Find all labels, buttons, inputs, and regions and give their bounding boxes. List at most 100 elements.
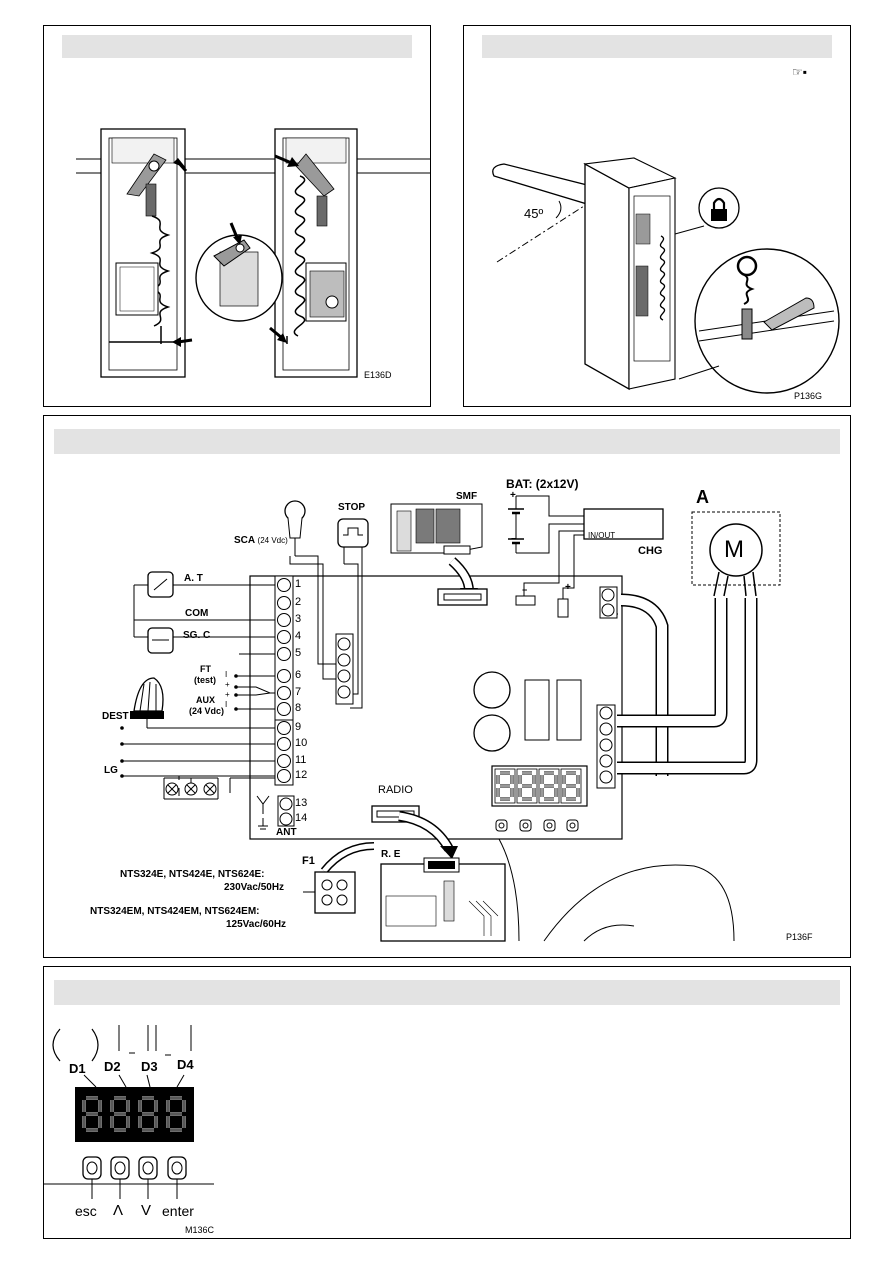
smf-label: SMF bbox=[456, 491, 478, 502]
terminal-number: 10 bbox=[295, 737, 308, 749]
padlock-icon bbox=[711, 209, 727, 221]
display-diagram bbox=[44, 1025, 214, 1199]
digit-label-d2: D2 bbox=[104, 1059, 121, 1074]
panel-header-bar bbox=[54, 429, 840, 454]
terminal-number: 2 bbox=[295, 596, 302, 608]
terminal-screw bbox=[277, 578, 291, 592]
bat-minus-sign: − bbox=[522, 585, 528, 595]
digit-label-d1: D1 bbox=[69, 1061, 86, 1076]
esc-button[interactable] bbox=[82, 1156, 102, 1180]
fuse-holder bbox=[314, 871, 356, 914]
down-label: V bbox=[141, 1202, 152, 1219]
panel-header-bar bbox=[482, 35, 832, 58]
f1-label: F1 bbox=[302, 855, 315, 867]
barrier-45-illustration: 45º P136G bbox=[492, 157, 840, 401]
up-label: Λ bbox=[113, 1202, 124, 1219]
panel-header-bar bbox=[62, 35, 412, 58]
terminal-number: 12 bbox=[295, 769, 308, 781]
aux-volt-label: (24 Vdc) bbox=[189, 706, 225, 716]
display-digit bbox=[82, 1096, 102, 1132]
dest-label: DEST bbox=[102, 711, 129, 722]
panel-display-buttons: D1 D2 D3 D4 esc Λ V enter M136C bbox=[43, 966, 851, 1239]
models-230-line1: NTS324E, NTS424E, NTS624E: bbox=[120, 869, 265, 880]
display-digit bbox=[110, 1096, 130, 1132]
ft-label: FT bbox=[200, 664, 211, 674]
digit-label-d4: D4 bbox=[177, 1057, 194, 1072]
board-digit bbox=[562, 771, 580, 801]
models-125-line1: NTS324EM, NTS424EM, NTS624EM: bbox=[90, 906, 260, 917]
terminal-number: 14 bbox=[295, 812, 308, 824]
bat-plus-sign: + bbox=[565, 582, 571, 593]
board-digit bbox=[518, 771, 536, 801]
board-digit bbox=[496, 771, 514, 801]
terminal-number: 9 bbox=[295, 721, 302, 733]
digit-label-d3: D3 bbox=[141, 1059, 158, 1074]
terminal-number: 5 bbox=[295, 647, 302, 659]
re-label: R. E bbox=[381, 849, 401, 860]
aux-label: AUX bbox=[196, 695, 216, 705]
down-button[interactable] bbox=[138, 1156, 158, 1180]
enter-label: enter bbox=[162, 1203, 194, 1219]
figure-code: M136C bbox=[185, 1225, 215, 1235]
terminal-screw bbox=[277, 669, 291, 683]
lg-label: LG bbox=[104, 765, 118, 776]
polarity-signs: I++I bbox=[225, 670, 230, 709]
figure-code: P136F bbox=[786, 932, 813, 942]
terminal-number: 13 bbox=[295, 797, 308, 809]
board-digit bbox=[540, 771, 558, 801]
terminal-screw bbox=[277, 737, 291, 751]
wiring-diagram bbox=[120, 495, 781, 942]
terminal-screw bbox=[277, 647, 291, 661]
bat-label: BAT: (2x12V) bbox=[506, 477, 579, 491]
terminal-screw bbox=[277, 613, 291, 627]
terminal-block bbox=[274, 575, 294, 786]
figure-code: P136G bbox=[794, 391, 822, 401]
panel-header-bar bbox=[54, 980, 840, 1005]
panel-45-degree: ☞▪ 45º P136G bbox=[463, 25, 851, 407]
terminal-screw bbox=[277, 596, 291, 610]
motor-group-label: A bbox=[696, 487, 709, 507]
chg-label: CHG bbox=[638, 545, 663, 557]
enter-button[interactable] bbox=[167, 1156, 187, 1180]
smf-module bbox=[390, 503, 483, 555]
models-125-line2: 125Vac/60Hz bbox=[226, 919, 287, 930]
test-label: (test) bbox=[194, 675, 216, 685]
plus-sign: + bbox=[510, 490, 516, 501]
traffic-lamp-icons bbox=[163, 776, 275, 800]
radio-label: RADIO bbox=[378, 784, 413, 796]
panel-wiring-diagram: BAT: (2x12V) + − SMF IN/OUT CHG − + A M … bbox=[43, 415, 851, 958]
display-digit bbox=[166, 1096, 186, 1132]
radio-receiver bbox=[380, 863, 506, 942]
motor-label: M bbox=[724, 536, 744, 563]
motor-icon bbox=[709, 523, 763, 577]
ant-label: ANT bbox=[276, 827, 297, 838]
display-digit bbox=[138, 1096, 158, 1132]
terminal-number: 6 bbox=[295, 669, 302, 681]
terminal-screw bbox=[277, 754, 291, 768]
terminal-number: 4 bbox=[295, 630, 302, 642]
figure-code: E136D bbox=[364, 370, 392, 380]
esc-label: esc bbox=[75, 1203, 97, 1219]
panel-spring-adjust: E136D bbox=[43, 25, 431, 407]
sgc-label: SG. C bbox=[183, 630, 211, 641]
terminal-screw bbox=[277, 686, 291, 700]
barrier-spring-illustration: E136D bbox=[76, 128, 431, 380]
terminal-number: 1 bbox=[295, 578, 302, 590]
terminal-screw bbox=[277, 630, 291, 644]
in-out-label: IN/OUT bbox=[588, 531, 616, 540]
terminal-number: 8 bbox=[295, 702, 302, 714]
pointing-hand-icon: ☞▪ bbox=[792, 65, 808, 79]
sca-label: SCA (24 Vdc) bbox=[234, 535, 288, 546]
at-label: A. T bbox=[184, 573, 203, 584]
com-label: COM bbox=[185, 608, 209, 619]
padlock-bubble bbox=[698, 187, 740, 229]
terminal-number: 3 bbox=[295, 613, 302, 625]
angle-label: 45º bbox=[524, 206, 543, 221]
stop-label: STOP bbox=[338, 502, 366, 513]
terminal-number: 11 bbox=[295, 754, 307, 766]
board-buttons bbox=[495, 819, 579, 832]
stop-button-icon bbox=[337, 518, 369, 548]
models-230-line2: 230Vac/50Hz bbox=[224, 882, 285, 893]
display-buttons bbox=[82, 1156, 187, 1180]
up-button[interactable] bbox=[110, 1156, 130, 1180]
